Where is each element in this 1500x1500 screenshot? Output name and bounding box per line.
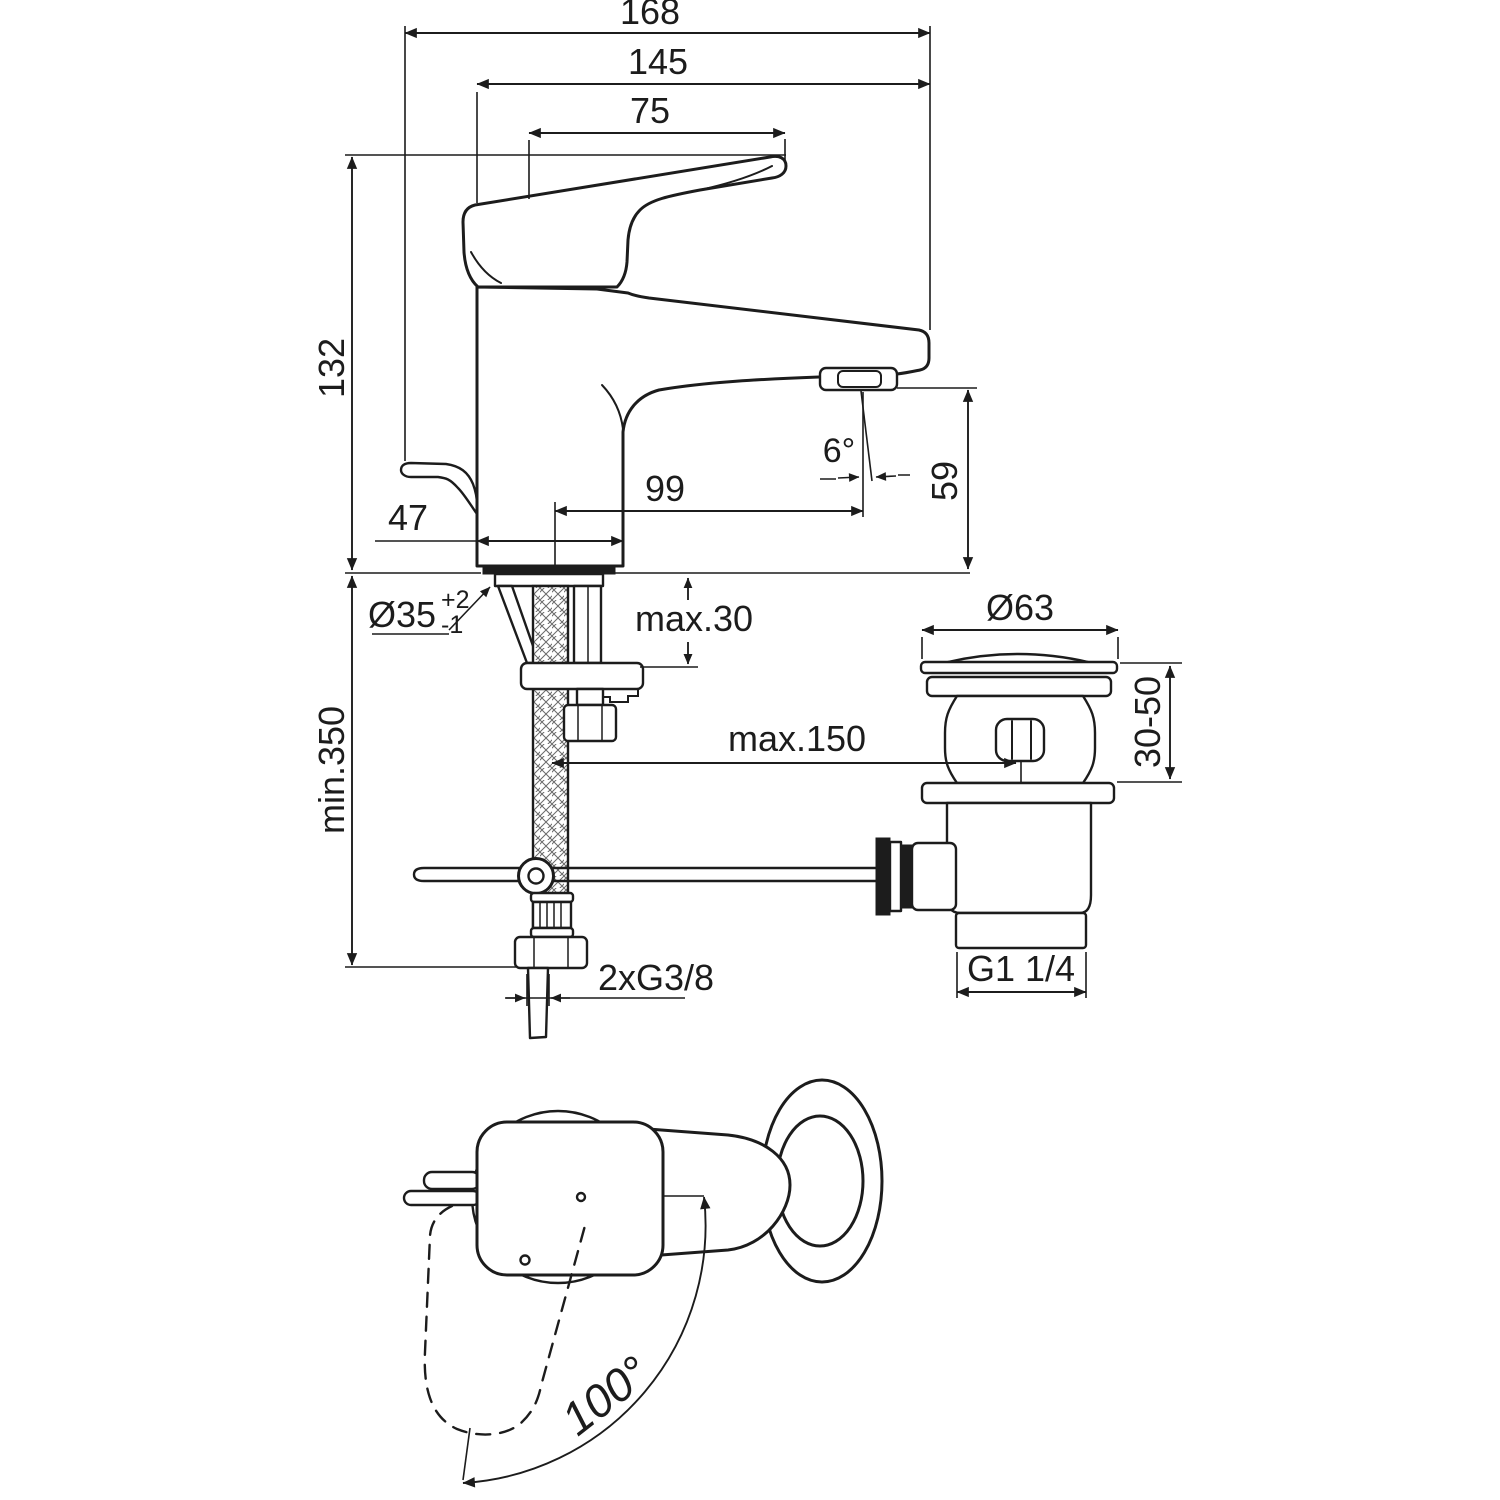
dimensions: 168 145 75 132 min.350 <box>311 0 1182 1006</box>
dim-75: 75 <box>528 90 786 199</box>
lever-tab-upper <box>422 1170 482 1191</box>
dim-label-132: 132 <box>311 338 352 398</box>
dim-label-dia35-minus: -1 <box>441 611 463 639</box>
swivel-end-line <box>462 1427 471 1481</box>
waste-plug-plate <box>919 660 1119 675</box>
handle-lever <box>461 154 788 289</box>
mounting-bracket <box>599 688 639 703</box>
mounting-stud <box>575 687 605 707</box>
hose-nut <box>513 935 589 970</box>
base-gasket <box>482 565 616 575</box>
dim-label-max150: max.150 <box>728 718 866 759</box>
dim-label-168: 168 <box>620 0 680 32</box>
hose-nut-facets <box>533 936 569 969</box>
handle-hook <box>399 461 479 516</box>
waste-slot-pin <box>1011 720 1032 760</box>
spout-body-top <box>646 1127 792 1258</box>
rod-joint-boss <box>910 841 958 912</box>
dim-168: 168 <box>404 0 931 461</box>
dim-label-47: 47 <box>388 497 428 538</box>
dim-59: 59 <box>897 387 977 570</box>
base-flange <box>493 572 605 588</box>
drain-assembly <box>875 652 1119 950</box>
waste-lower-body <box>945 801 1093 915</box>
sleeve-ribs <box>539 901 562 929</box>
dim-min350: min.350 <box>311 575 516 968</box>
dim-label-dia35: Ø35 <box>368 594 436 635</box>
top-view: 100° <box>402 1078 884 1488</box>
mounting-nut-facets <box>577 704 603 742</box>
spout-root-arc <box>601 384 624 430</box>
waste-thread-tail <box>954 911 1088 950</box>
dim-label-min350: min.350 <box>311 706 352 834</box>
pop-up-rod <box>412 866 878 883</box>
dim-145: 145 <box>476 41 931 203</box>
hose-ribbed-sleeve <box>531 900 573 930</box>
dim-max30: max.30 <box>635 577 753 667</box>
dim-30-50: 30-50 <box>1117 662 1182 783</box>
dim-label-75: 75 <box>630 90 670 131</box>
dim-label-dia35-plus: +2 <box>441 586 470 614</box>
dim-label-g38: 2xG3/8 <box>598 957 714 998</box>
faucet-body <box>475 285 931 568</box>
handle-dot-2 <box>519 1254 531 1266</box>
dim-label-99: 99 <box>645 468 685 509</box>
rod-joint-ring-mid <box>888 840 903 913</box>
waste-plug-dome <box>946 652 1090 664</box>
dim-max150: max.150 <box>551 718 1017 769</box>
waste-lower-flange <box>920 781 1116 805</box>
dim-label-g114: G1 1/4 <box>967 948 1075 989</box>
lever-tab-lower <box>402 1189 482 1207</box>
swivel-arc <box>462 1196 711 1488</box>
dim-47: 47 <box>375 497 624 547</box>
dim-g38: 2xG3/8 <box>505 957 714 1006</box>
waste-collar <box>925 675 1113 698</box>
rod-joint-ring-inner <box>900 844 913 909</box>
dim-label-max30: max.30 <box>635 598 753 639</box>
aerator-insert <box>837 370 882 388</box>
supply-pipe-tail <box>526 966 550 1040</box>
rod-joint-ring-outer <box>875 837 891 916</box>
hose-collar-lower <box>529 926 575 939</box>
handle-dot-1 <box>575 1191 587 1203</box>
dim-dia63: Ø63 <box>921 587 1119 659</box>
cartridge-arc <box>470 251 502 284</box>
waste-slot <box>994 717 1046 763</box>
mounting-nut <box>562 703 618 743</box>
hose-collar-upper <box>529 891 575 904</box>
dim-g114: G1 1/4 <box>956 948 1087 998</box>
dim-6deg: 6° <box>820 390 910 482</box>
dim-132: 132 <box>311 154 786 571</box>
dim-label-6deg: 6° <box>823 432 856 470</box>
rod-guide-hole <box>527 867 545 885</box>
dim-hole-dia: Ø35 +2 -1 <box>368 586 491 639</box>
dim-label-30-50: 30-50 <box>1127 676 1168 768</box>
mounting-plate <box>519 661 645 691</box>
lever-inner-line <box>699 165 773 191</box>
handle-top-view <box>475 1120 665 1277</box>
dim-label-dia63: Ø63 <box>986 587 1054 628</box>
dim-label-145: 145 <box>628 41 688 82</box>
dim-label-59: 59 <box>924 461 965 501</box>
